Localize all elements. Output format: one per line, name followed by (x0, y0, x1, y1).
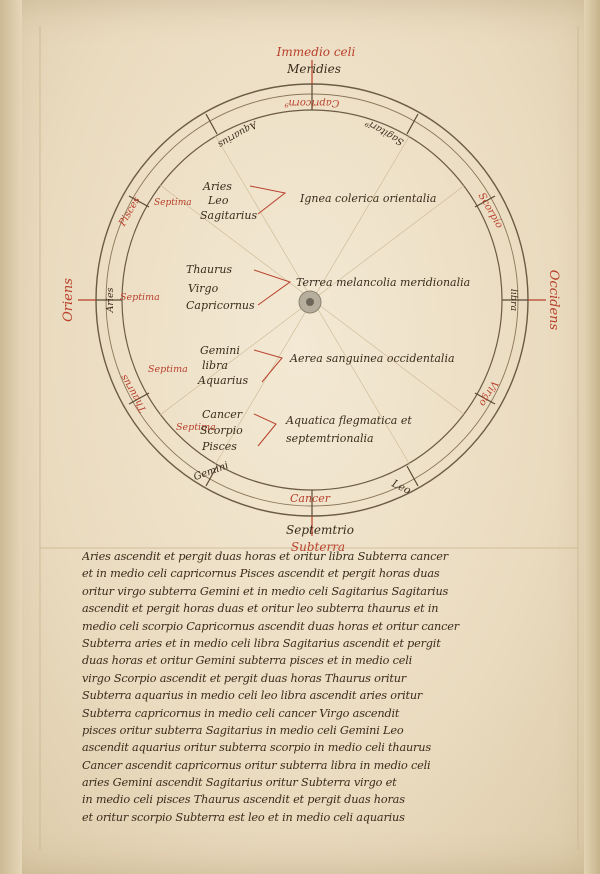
triplicity-earth: Septima Thaurus Virgo Capricornus Terrea… (120, 263, 470, 312)
triplicity-water: Septima Cancer Scorpio Pisces Aquatica f… (176, 408, 412, 453)
triplicity-brace (253, 413, 277, 447)
text-line: Subterra aries et in medio celi libra Sa… (82, 636, 441, 650)
triplicity-air: Septima Gemini libra Aquarius Aerea sang… (148, 344, 455, 387)
text-line: duas horas et oritur Gemini subterra pis… (82, 654, 413, 668)
triplicity-brace (253, 269, 292, 306)
label-top-red: Immedio celi (276, 45, 356, 59)
triplicity-sign: Scorpio (200, 424, 243, 437)
text-line: Aries ascendit et pergit duas horas et o… (82, 550, 448, 563)
triplicity-marker: Septima (148, 364, 188, 375)
triplicity-sign: Aries (202, 180, 232, 193)
ring-sign-bottom-right: Leo (389, 477, 413, 497)
triplicity-marker: Septima (154, 198, 192, 208)
text-line: ascendit aquarius oritur subterra scorpi… (82, 741, 431, 755)
text-line: medio celi scorpio Capricornus ascendit … (82, 619, 459, 633)
text-line: Cancer ascendit capricornus oritur subte… (82, 758, 431, 772)
label-meridies: Meridies (286, 62, 341, 76)
label-subterra: Subterra (291, 540, 345, 554)
ring-sign-left-lower: Thaurus (119, 372, 149, 414)
body-text: Aries ascendit et pergit duas horas et o… (82, 548, 582, 826)
text-line: ascendit et pergit horas duas et oritur … (82, 602, 439, 616)
triplicity-marker: Septima (120, 292, 160, 303)
text-line: Subterra aquarius in medio celi leo libr… (82, 689, 423, 703)
triplicity-desc: Terrea melancolia meridionalia (296, 276, 470, 289)
text-line: et oritur scorpio Subterra est leo et in… (82, 810, 405, 824)
triplicity-sign: Pisces (201, 440, 237, 453)
text-line: et in medio celi capricornus Pisces asce… (82, 567, 440, 581)
triplicity-sign: Leo (207, 194, 229, 207)
label-oriens: Oriens (61, 278, 76, 322)
text-line: pisces oritur subterra Sagitarius in med… (82, 723, 404, 737)
triplicity-sign: Aquarius (197, 374, 248, 387)
ring-sign-top-right: Sagitari⁹ (364, 117, 406, 148)
triplicity-brace (253, 349, 283, 383)
triplicity-sign: Capricornus (186, 299, 255, 312)
triplicity-sign: libra (202, 359, 228, 372)
triplicity-marker: Septima (176, 422, 216, 433)
label-septemtrio: Septemtrio (286, 523, 354, 537)
triplicity-desc: Aerea sanguinea occidentalia (289, 352, 455, 365)
triplicity-fire: Septima Aries Leo Sagitarius Ignea coler… (154, 180, 436, 222)
text-line: oritur virgo subterra Gemini et in medio… (82, 584, 449, 598)
text-line: virgo Scorpio ascendit et pergit duas ho… (82, 671, 406, 685)
ring-sign-bottom: Cancer (290, 492, 331, 505)
text-line: aries Gemini ascendit Sagitarius oritur … (82, 776, 397, 790)
triplicity-sign: Thaurus (186, 263, 232, 276)
ring-sign-right-lower: Virgo (477, 379, 500, 408)
page-edge (584, 0, 600, 874)
ring-ticks (96, 84, 528, 516)
ring-sign-right: libra (508, 289, 519, 312)
triplicity-sign: Virgo (188, 282, 219, 295)
ring-sign-top: Capricorn⁹ (285, 97, 340, 108)
triplicity-desc: Ignea colerica orientalia (299, 192, 436, 205)
triplicity-desc-2: septemtrionalia (286, 432, 374, 445)
ring-sign-top-left: Aquarius (216, 118, 260, 150)
triplicity-desc: Aquatica flegmatica et (285, 414, 412, 427)
binding-edge (0, 0, 22, 874)
text-line: in medio celi pisces Thaurus ascendit et… (82, 793, 405, 807)
triplicity-brace (249, 185, 287, 215)
center-pivot-hole (306, 298, 314, 306)
label-occidens: Occidens (546, 270, 561, 331)
triplicity-sign: Sagitarius (200, 209, 257, 222)
triplicity-sign: Cancer (202, 408, 243, 421)
text-line: Subterra capricornus in medio celi cance… (82, 706, 400, 720)
triplicity-sign: Gemini (200, 344, 240, 357)
ring-sign-left: Aries (105, 287, 116, 313)
